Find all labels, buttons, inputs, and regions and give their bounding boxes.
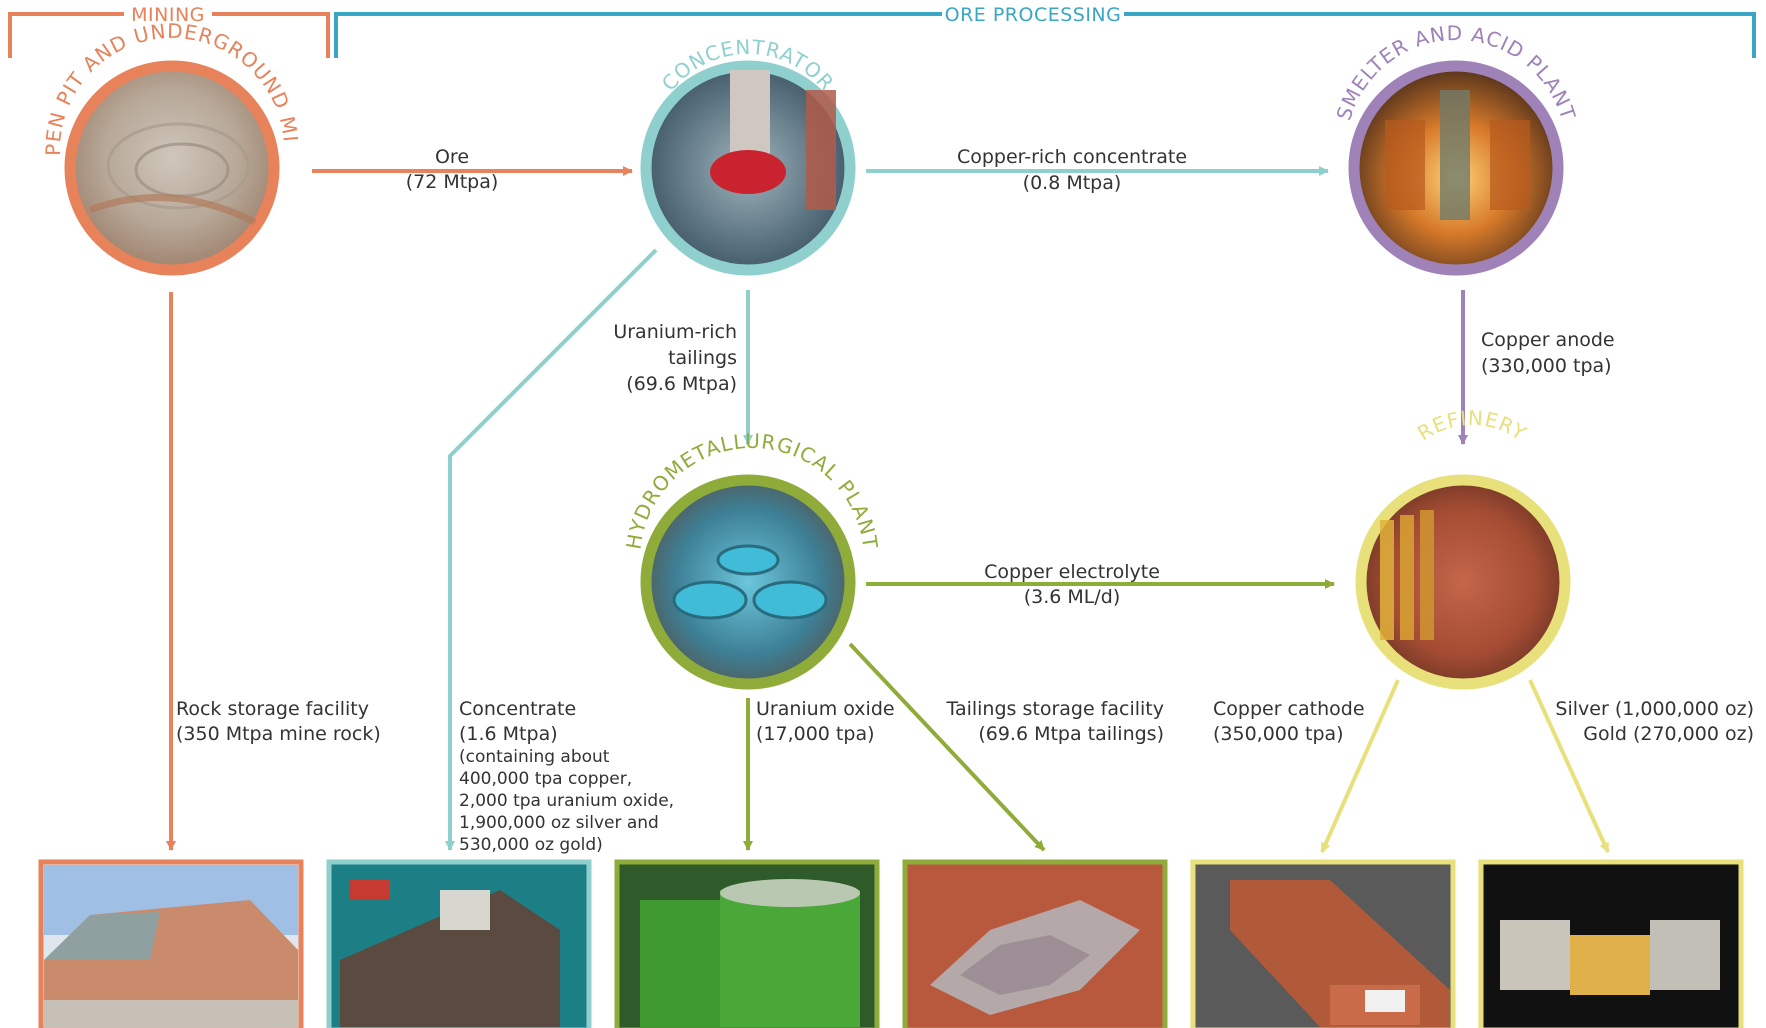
hydromet-plant-photo	[640, 474, 856, 690]
copper-cathode-photo	[1190, 859, 1456, 1028]
concentrate-detail-2: 400,000 tpa copper,	[459, 769, 632, 789]
concentrate-detail-1: (containing about	[459, 747, 610, 767]
rock-storage-photo	[38, 859, 304, 1028]
ore-processing-header: ORE PROCESSING	[945, 4, 1122, 26]
copper-cathode-label: Copper cathode	[1213, 698, 1365, 720]
copper-concentrate-label: Copper-rich concentrate	[957, 146, 1187, 168]
concentrate-detail-4: 1,900,000 oz silver and	[459, 813, 659, 833]
concentrate-amount: (1.6 Mtpa)	[459, 723, 558, 745]
copper-cathode-amount: (350,000 tpa)	[1213, 723, 1344, 745]
uranium-drums-photo	[614, 859, 880, 1028]
svg-text:REFINERY: REFINERY	[1413, 406, 1531, 446]
open-pit-mine-photo	[64, 60, 280, 276]
copper-concentrate-amount: (0.8 Mtpa)	[1023, 172, 1122, 194]
rock-storage-amount: (350 Mtpa mine rock)	[176, 723, 381, 745]
mining-bracket: MINING	[8, 4, 330, 58]
tailings-storage-amount: (69.6 Mtpa tailings)	[978, 723, 1164, 745]
concentrate-detail-5: 530,000 oz gold)	[459, 835, 603, 855]
uranium-tailings-amount: (69.6 Mtpa)	[626, 373, 737, 395]
silver-gold-arrow	[1528, 679, 1610, 853]
copper-anode-amount: (330,000 tpa)	[1481, 355, 1612, 377]
silver-label: Silver (1,000,000 oz)	[1555, 698, 1754, 720]
hydromet-node: HYDROMETALLURGICAL PLANT	[621, 429, 882, 690]
mine-node: OPEN PIT AND UNDERGROUND MINE	[0, 0, 302, 276]
uranium-tailings-label-2: tailings	[668, 347, 737, 369]
gold-label: Gold (270,000 oz)	[1583, 723, 1754, 745]
copper-cathode-arrow	[1320, 679, 1400, 853]
concentrator-node: CONCENTRATOR	[640, 35, 856, 276]
uranium-tailings-label-1: Uranium-rich	[613, 321, 737, 343]
copper-electrolyte-label: Copper electrolyte	[984, 561, 1160, 583]
ore-label: Ore	[435, 146, 469, 168]
copper-anode-label: Copper anode	[1481, 329, 1615, 351]
rock-storage-label: Rock storage facility	[176, 698, 369, 720]
ore-processing-bracket: ORE PROCESSING	[334, 4, 1756, 58]
tailings-storage-arrow	[848, 642, 1046, 852]
mining-header: MINING	[131, 4, 205, 26]
uranium-oxide-amount: (17,000 tpa)	[756, 723, 875, 745]
tailings-storage-label: Tailings storage facility	[945, 698, 1164, 720]
concentrate-detail-3: 2,000 tpa uranium oxide,	[459, 791, 674, 811]
ore-amount: (72 Mtpa)	[406, 171, 499, 193]
uranium-oxide-label: Uranium oxide	[756, 698, 895, 720]
concentrate-ship-photo	[326, 859, 592, 1028]
smelter-node: SMELTER AND ACID PLANT	[1331, 21, 1580, 276]
silver-gold-bars-photo	[1478, 859, 1744, 1028]
refinery-node: REFINERY	[1355, 406, 1571, 690]
tailings-ponds-photo	[902, 859, 1168, 1028]
concentrate-arrow	[445, 248, 658, 851]
concentrate-label: Concentrate	[459, 698, 576, 720]
refinery-title: REFINERY	[1413, 406, 1530, 446]
copper-electrolyte-amount: (3.6 ML/d)	[1024, 586, 1121, 608]
